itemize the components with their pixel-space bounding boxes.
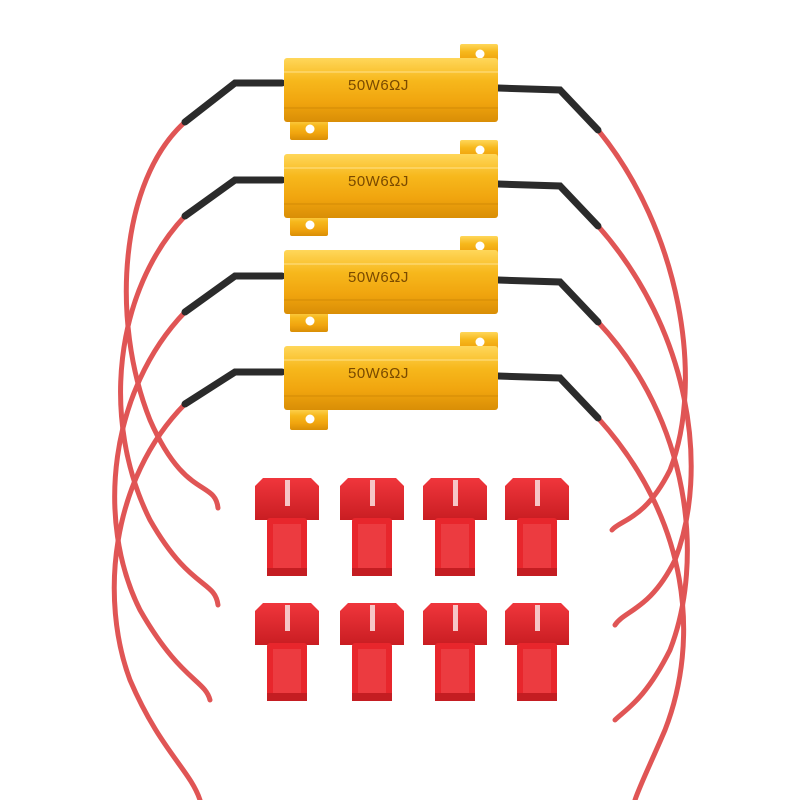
resistor-body	[284, 250, 498, 314]
resistor-label: 50W6ΩJ	[348, 269, 409, 286]
resistor-body	[284, 346, 498, 410]
wire-right-4	[595, 415, 687, 800]
wire-right-3	[595, 319, 690, 723]
tap-connector-3	[423, 478, 487, 576]
tap-connector-8	[505, 603, 569, 701]
sleeve-left-1	[181, 79, 286, 126]
tap-connector-6	[340, 603, 404, 701]
resistor-label: 50W6ΩJ	[348, 173, 409, 190]
resistor-body	[284, 154, 498, 218]
resistor-label: 50W6ΩJ	[348, 77, 409, 94]
tap-connector-7	[423, 603, 487, 701]
sleeve-right-2	[494, 180, 602, 230]
wire-right-2	[595, 223, 694, 628]
resistor-2: 50W6ΩJ	[284, 140, 498, 236]
wire-left-2	[118, 213, 221, 608]
resistor-4: 50W6ΩJ	[284, 332, 498, 430]
sleeve-left-2	[181, 176, 286, 220]
resistor-1: 50W6ΩJ	[284, 44, 498, 140]
sleeve-right-4	[494, 372, 602, 422]
tap-connector-1	[255, 478, 319, 576]
resistor-3: 50W6ΩJ	[284, 236, 498, 332]
resistor-body	[284, 58, 498, 122]
wire-right-1	[595, 127, 688, 533]
sleeve-right-3	[494, 276, 602, 326]
wires	[111, 79, 694, 800]
sleeve-right-1	[494, 84, 602, 134]
tap-connector-2	[340, 478, 404, 576]
tap-connector-5	[255, 603, 319, 701]
sleeve-left-4	[181, 368, 286, 408]
resistor-label: 50W6ΩJ	[348, 365, 409, 382]
sleeve-left-3	[181, 272, 286, 316]
tap-connector-4	[505, 478, 569, 576]
wire-left-3	[112, 309, 213, 703]
resistors: 50W6ΩJ 50W6ΩJ 50W6ΩJ	[284, 44, 498, 430]
wire-left-1	[123, 119, 221, 511]
connectors	[255, 478, 569, 701]
wire-left-4	[111, 401, 203, 800]
